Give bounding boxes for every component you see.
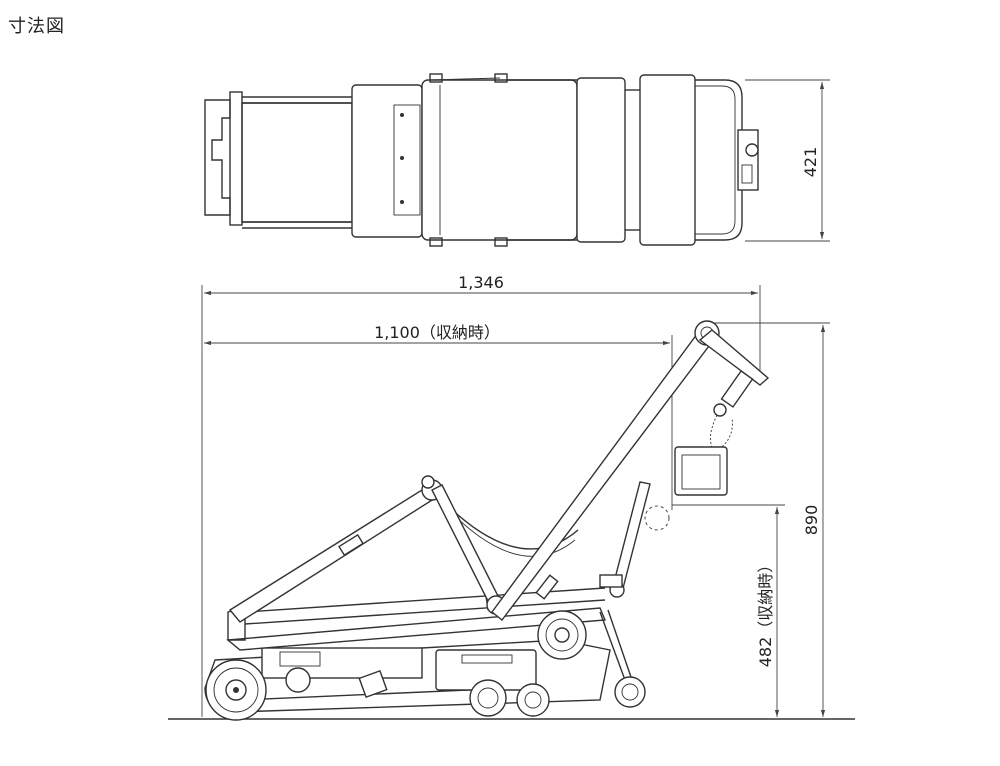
total-length-label: 1,346 — [458, 273, 504, 292]
top-view-drawing — [204, 73, 830, 247]
stored-length-label: 1,100（収納時） — [374, 323, 500, 342]
width-dimension-label: 421 — [801, 147, 820, 178]
stored-height-label: 482（収納時） — [756, 557, 775, 668]
height-dimension-label: 890 — [802, 505, 821, 536]
side-view-drawing — [168, 285, 855, 721]
page-title: 寸法図 — [8, 16, 65, 37]
